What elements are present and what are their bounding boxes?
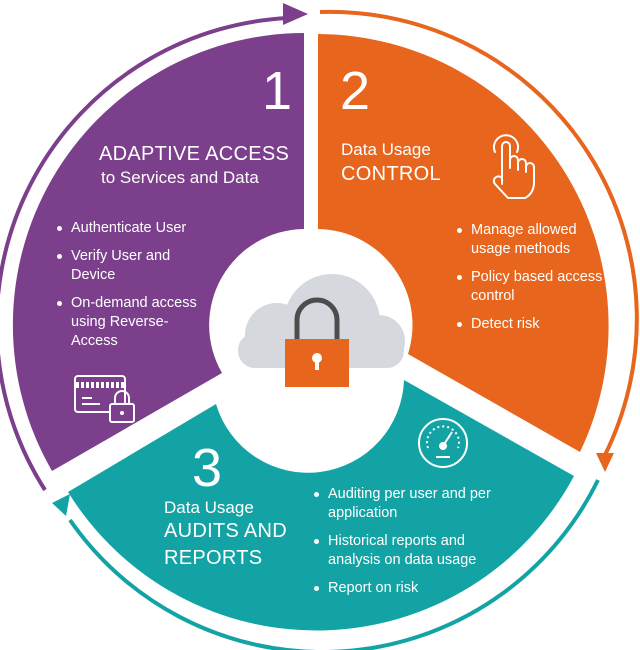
section-1-subtitle: to Services and Data bbox=[101, 168, 259, 187]
orange-cycle-arrow bbox=[319, 9, 639, 456]
section-2-subtitle: CONTROL bbox=[341, 163, 441, 185]
orange-arrowhead bbox=[596, 453, 614, 472]
outer-cycle-arrows bbox=[0, 3, 639, 650]
section-3-title: Data Usage bbox=[164, 498, 254, 517]
list-item: Report on risk bbox=[314, 579, 514, 598]
section-3-subtitle-2: REPORTS bbox=[164, 547, 263, 569]
section-3-number: 3 bbox=[192, 438, 223, 498]
section-3-bullet-list: Auditing per user and per application Hi… bbox=[314, 485, 514, 607]
teal-arrowhead bbox=[52, 494, 70, 516]
section-1-number: 1 bbox=[262, 61, 293, 121]
list-item: Policy based access control bbox=[457, 268, 617, 306]
donut-ring bbox=[12, 33, 609, 631]
list-item: Authenticate User bbox=[57, 219, 207, 238]
teal-cycle-arrow bbox=[68, 479, 600, 650]
list-item: Auditing per user and per application bbox=[314, 485, 514, 523]
speedometer-icon bbox=[418, 418, 468, 468]
segment-2-orange bbox=[318, 34, 609, 452]
list-item: Verify User and Device bbox=[57, 247, 207, 285]
hand-tap-icon bbox=[492, 134, 535, 199]
section-1-bullet-list: Authenticate User Verify User and Device… bbox=[57, 219, 207, 360]
section-2-number: 2 bbox=[340, 61, 371, 121]
segment-1-purple bbox=[12, 33, 305, 471]
section-2-bullet-list: Manage allowed usage methods Policy base… bbox=[457, 221, 617, 343]
card-lock-icon bbox=[74, 375, 135, 423]
list-item: Manage allowed usage methods bbox=[457, 221, 617, 259]
purple-cycle-arrow bbox=[0, 16, 289, 492]
section-3-subtitle: AUDITS AND bbox=[164, 520, 288, 542]
list-item: On-demand access using Reverse-Access bbox=[57, 294, 207, 351]
purple-arrowhead bbox=[283, 3, 308, 25]
list-item: Detect risk bbox=[457, 315, 617, 334]
cloud-lock-icon bbox=[238, 274, 405, 387]
section-2-title: Data Usage bbox=[341, 140, 431, 159]
section-1-title: ADAPTIVE ACCESS bbox=[99, 143, 290, 165]
segment-3-teal bbox=[68, 380, 574, 631]
list-item: Historical reports and analysis on data … bbox=[314, 532, 514, 570]
